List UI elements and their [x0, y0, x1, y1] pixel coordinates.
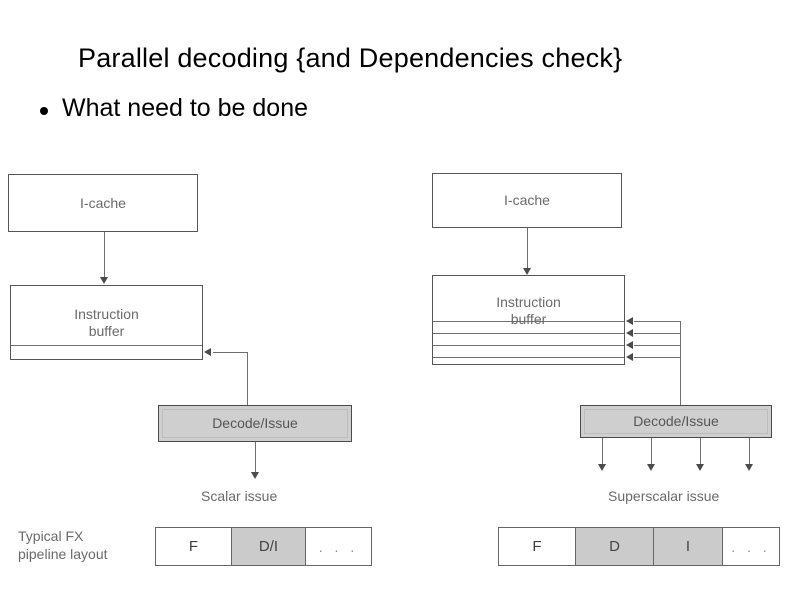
- superscalar-pipeline-stage-d: D: [575, 527, 654, 566]
- superscalar-feedback-arrowhead: [626, 329, 633, 337]
- scalar-pipeline-stage-di: D/I: [231, 527, 306, 566]
- scalar-icache-to-buffer-line: [104, 232, 105, 278]
- superscalar-buffer-divider-line: [433, 333, 624, 334]
- superscalar-instruction-buffer-box: Instruction buffer: [432, 275, 625, 365]
- superscalar-issue-caption: Superscalar issue: [608, 488, 720, 504]
- superscalar-issue-line: [651, 438, 652, 466]
- superscalar-issue-arrowhead: [745, 464, 753, 471]
- superscalar-issue-line: [700, 438, 701, 466]
- scalar-feedback-horizontal-line: [213, 352, 248, 353]
- scalar-icache-to-buffer-arrowhead: [100, 277, 108, 284]
- bullet-list-item: What need to be done: [40, 94, 308, 123]
- superscalar-buffer-divider-line: [433, 357, 624, 358]
- scalar-issue-caption: Scalar issue: [201, 488, 278, 504]
- superscalar-feedback-arrowhead: [626, 317, 633, 325]
- superscalar-icache-box: I-cache: [432, 173, 622, 228]
- scalar-pipeline-stage-rest: . . .: [305, 527, 372, 566]
- superscalar-feedback-horizontal-line: [634, 333, 681, 334]
- superscalar-feedback-horizontal-line: [634, 357, 681, 358]
- superscalar-issue-line: [602, 438, 603, 466]
- scalar-pipeline-label: Typical FX pipeline layout: [18, 528, 108, 562]
- superscalar-feedback-horizontal-line: [634, 345, 681, 346]
- scalar-issue-line: [255, 442, 256, 474]
- superscalar-icache-to-buffer-line: [527, 228, 528, 270]
- superscalar-buffer-divider-line: [433, 321, 624, 322]
- scalar-decode-issue-box: Decode/Issue: [158, 405, 352, 442]
- superscalar-issue-arrowhead: [696, 464, 704, 471]
- superscalar-issue-arrowhead: [647, 464, 655, 471]
- superscalar-buffer-divider-line: [433, 345, 624, 346]
- scalar-buffer-divider-line: [11, 345, 202, 346]
- superscalar-pipeline-stage-rest: . . .: [722, 527, 780, 566]
- page-title: Parallel decoding {and Dependencies chec…: [78, 43, 623, 73]
- scalar-instruction-buffer-box: Instruction buffer: [10, 285, 203, 360]
- bullet-item-label: What need to be done: [62, 94, 309, 122]
- scalar-pipeline-stage-f: F: [155, 527, 232, 566]
- superscalar-decode-issue-box: Decode/Issue: [580, 405, 772, 438]
- superscalar-feedback-arrowhead: [626, 353, 633, 361]
- superscalar-issue-arrowhead: [598, 464, 606, 471]
- scalar-icache-box: I-cache: [8, 174, 198, 232]
- superscalar-feedback-arrowhead: [626, 341, 633, 349]
- bullet-marker-icon: [40, 106, 48, 115]
- superscalar-feedback-horizontal-line: [634, 321, 681, 322]
- superscalar-issue-line: [749, 438, 750, 466]
- superscalar-pipeline-stage-f: F: [498, 527, 576, 566]
- scalar-issue-arrowhead: [251, 472, 259, 479]
- superscalar-icache-to-buffer-arrowhead: [523, 268, 531, 275]
- scalar-feedback-arrowhead: [204, 348, 211, 356]
- superscalar-pipeline-stage-i: I: [653, 527, 723, 566]
- superscalar-feedback-bus-line: [680, 321, 681, 405]
- scalar-feedback-vertical-line: [247, 352, 248, 405]
